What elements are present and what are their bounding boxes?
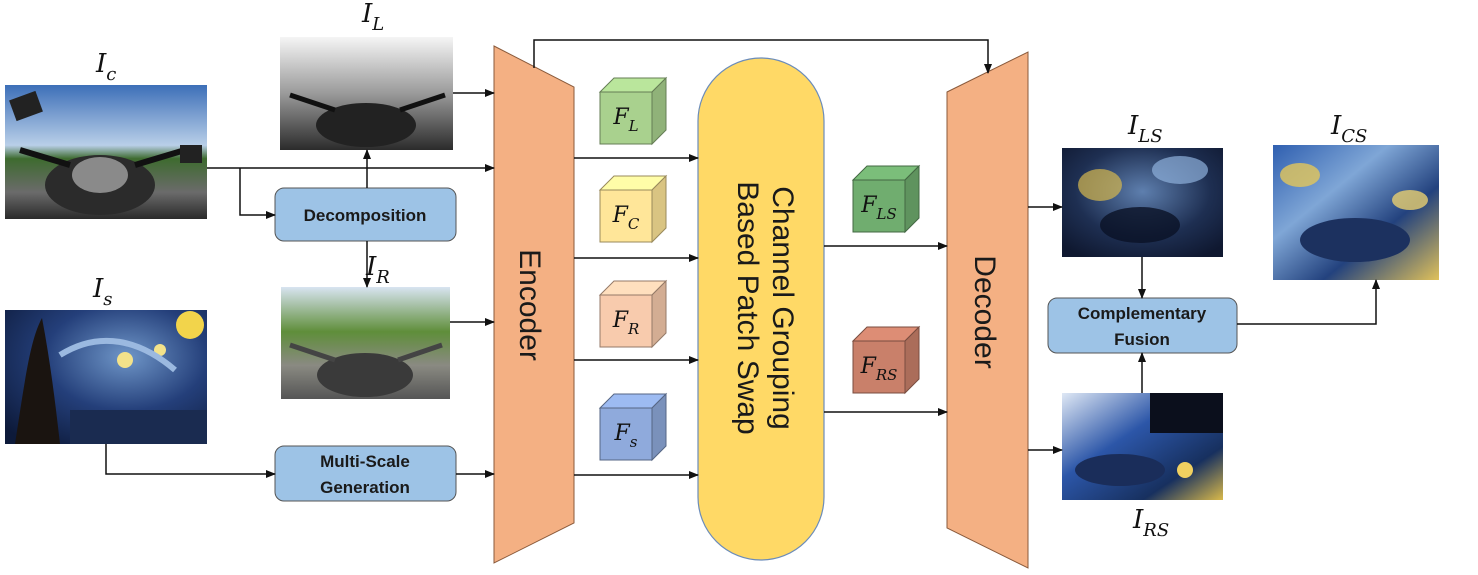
encoder-block [493,45,575,564]
decomposition-label: Decomposition [304,206,427,225]
label-style: Is [92,274,113,310]
multiscale-label-1: Multi-Scale [320,452,410,471]
fusion-label-1: Complementary [1078,304,1207,323]
style-image [5,310,207,444]
feature-cube-fc: FC [598,174,668,244]
fusion-label-2: Fusion [1114,330,1170,349]
feature-cube-fr: FR [598,279,668,349]
arrow-skip-top [533,39,992,74]
feature-label-fc: FC [612,203,640,233]
encoder-label: Encoder [513,249,546,361]
feature-label-frs: FRS [860,354,898,384]
arrow-content-decomp [239,168,276,219]
label-rs: IRS [1132,505,1169,541]
feature-cube-fls: FLS [851,164,921,234]
feature-label-fr: FR [612,308,640,338]
label-content: Ic [95,49,116,85]
label-low: IL [361,0,384,35]
reflectance-image [281,287,450,399]
swap-label-line1: Channel Grouping [766,186,799,430]
decoder-block [946,51,1029,569]
cs-output-image [1273,145,1439,280]
decoder-label: Decoder [968,255,1001,368]
rs-output-image [1062,393,1223,500]
content-image [5,85,207,219]
feature-label-fl: FL [612,105,638,135]
label-refl: IR [365,252,390,288]
multiscale-label-2: Generation [320,478,410,497]
label-ls: ILS [1127,111,1163,147]
arrow-fusion-cs [1237,279,1380,325]
feature-label-fls: FLS [860,193,897,223]
feature-cube-frs: FRS [851,325,921,395]
low-frequency-image [280,37,453,150]
feature-cube-fl: FL [598,76,668,146]
feature-cube-fs: Fs [598,392,668,462]
arrow-style-multiscale [105,444,276,478]
patch-swap-block [697,57,825,561]
swap-label-line2: Based Patch Swap [731,181,764,435]
ls-output-image [1062,148,1223,257]
label-cs: ICS [1330,111,1367,147]
feature-label-fs: Fs [614,421,638,451]
